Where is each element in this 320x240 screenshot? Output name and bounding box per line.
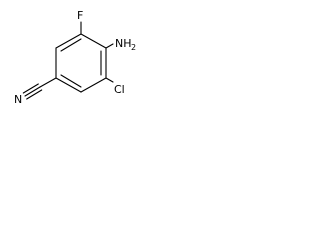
bond-to-chlorine xyxy=(105,77,114,83)
ring-bond-c2-c3 xyxy=(80,77,107,93)
chlorine-atom-label: Cl xyxy=(114,83,125,96)
ring-double-bond-c3-c4 xyxy=(60,74,82,88)
bond-to-nitrile-carbon xyxy=(39,77,57,88)
chemical-structure-diagram: F NH 2 Cl N xyxy=(14,9,136,106)
ring-bond-c3-c4 xyxy=(55,77,82,93)
benzene-ring xyxy=(55,33,107,93)
amine-subscript-label: 2 xyxy=(131,43,136,52)
nitrile-triple-bond xyxy=(22,83,43,100)
nitrile-nitrogen-label: N xyxy=(14,93,22,106)
ring-bond-c5-c6 xyxy=(55,33,82,49)
bond-to-amine xyxy=(105,43,114,49)
ring-double-bond-c5-c6 xyxy=(60,38,82,52)
fluorine-atom-label: F xyxy=(77,9,83,22)
amine-group-label: NH 2 xyxy=(115,37,136,52)
amine-nh-label: NH xyxy=(115,37,132,50)
ring-bond-c6-c1 xyxy=(80,33,107,49)
